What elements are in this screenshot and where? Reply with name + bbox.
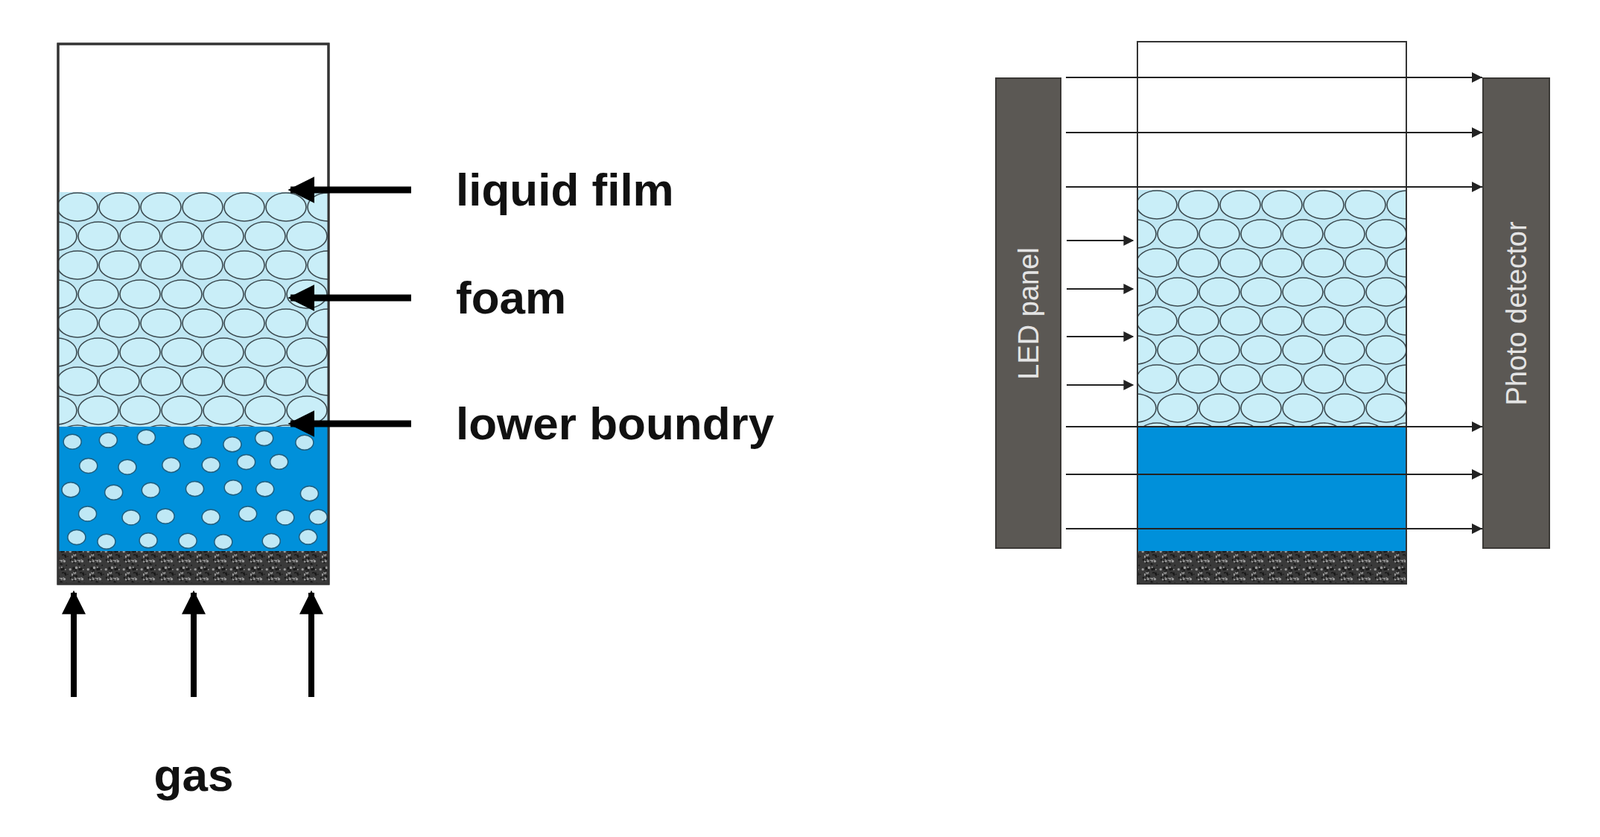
liquid-region (1137, 426, 1407, 552)
liquid-region (58, 426, 329, 552)
led-panel: LED panel (995, 77, 1062, 549)
foam-region (58, 192, 329, 427)
light-ray (1065, 186, 1483, 188)
photo-detector: Photo detector (1482, 77, 1551, 549)
panel-label: Photo detector (1502, 221, 1531, 406)
pointer-arrows (290, 189, 412, 424)
flow-label: gas (154, 752, 234, 799)
light-ray (1065, 76, 1483, 79)
light-ray (1065, 473, 1483, 476)
porous-plate (1137, 551, 1407, 584)
column-outline (58, 43, 329, 584)
part-label: foam (455, 274, 567, 322)
part-label: lower boundry (455, 400, 774, 447)
foam-bubbles (58, 192, 329, 427)
part-label: liquid film (455, 166, 675, 214)
liquid-bubbles (61, 429, 328, 550)
column-wall (58, 43, 329, 584)
blocked-light-rays (1066, 240, 1133, 386)
porous-plate (58, 551, 329, 584)
light-ray (1065, 528, 1483, 530)
light-ray (1065, 131, 1483, 134)
foam-region (1137, 189, 1407, 427)
foam-bubbles (1137, 190, 1407, 427)
light-ray (1065, 426, 1483, 428)
gas-arrows (73, 592, 312, 698)
column-wall (1137, 41, 1407, 584)
panel-label: LED panel (1014, 247, 1043, 380)
column-outline (1137, 41, 1407, 584)
